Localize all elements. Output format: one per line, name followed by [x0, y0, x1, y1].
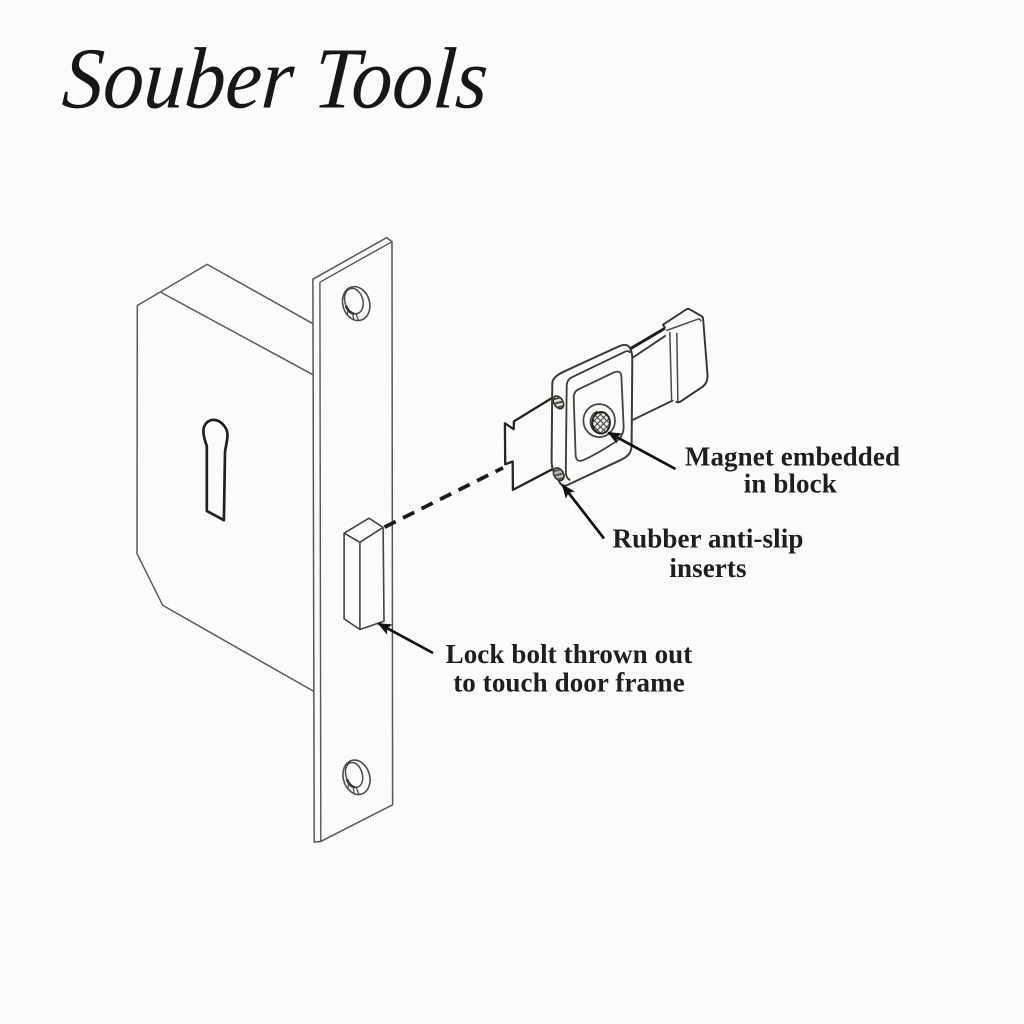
svg-text:inserts: inserts [669, 553, 746, 583]
svg-text:Souber Tools: Souber Tools [60, 30, 492, 127]
svg-text:Lock bolt thrown out: Lock bolt thrown out [446, 639, 693, 669]
svg-text:to touch door frame: to touch door frame [453, 668, 685, 698]
svg-text:in block: in block [744, 468, 837, 498]
svg-text:Rubber anti-slip: Rubber anti-slip [613, 524, 804, 554]
svg-text:Magnet embedded: Magnet embedded [685, 442, 900, 472]
